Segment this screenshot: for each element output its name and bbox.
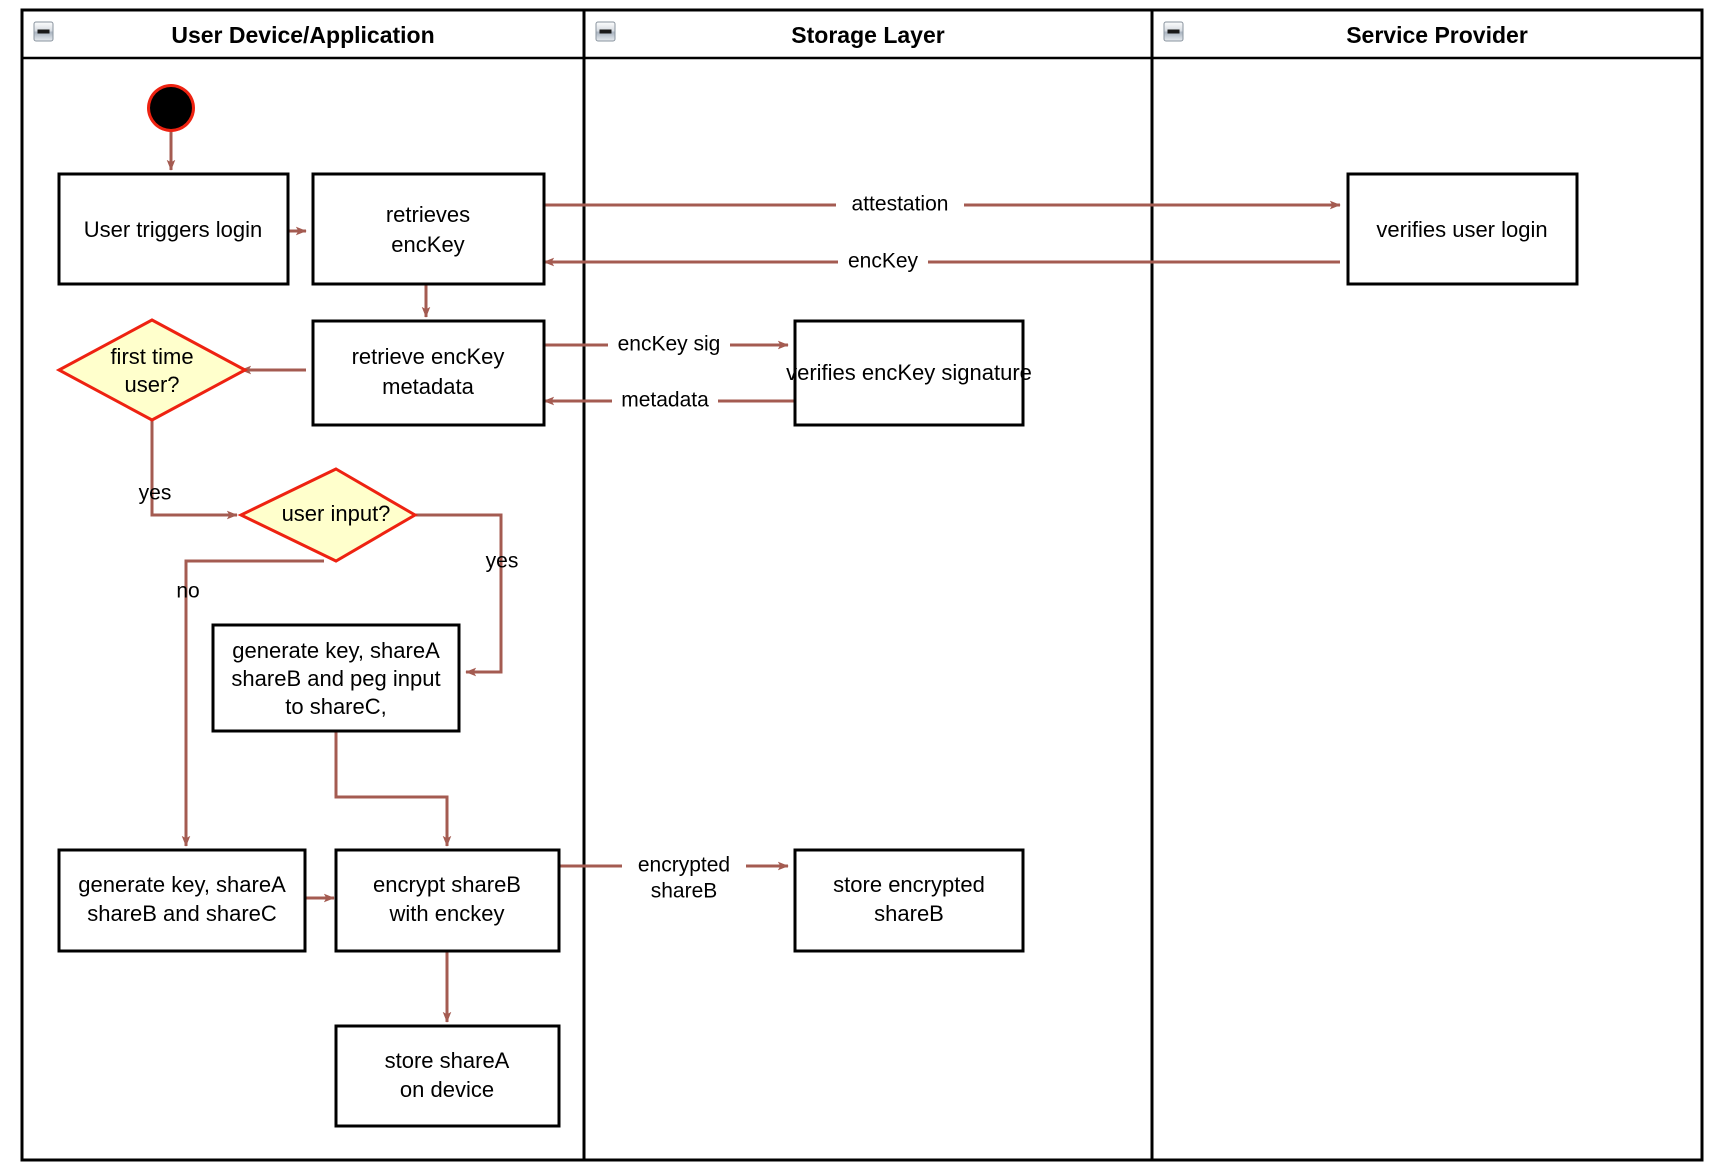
edge-label-enckey: encKey [848,250,919,273]
edge-label-bg-attestation [836,192,964,218]
node-generate-key-shares[interactable]: generate key, shareA shareB and shareC [57,848,307,953]
node-generate-peg-input[interactable]: generate key, shareA shareB and peg inpu… [211,623,461,733]
node-label-line2: shareB and shareC [87,901,277,926]
collapse-minus-icon[interactable] [33,21,54,42]
node-store-sharea-on-device[interactable]: store shareA on device [334,1024,561,1128]
node-encrypt-shareb[interactable]: encrypt shareB with enckey [334,848,561,953]
node-store-encrypted-shareb[interactable]: store encrypted shareB [793,848,1025,953]
node-label-line1: generate key, shareA [78,872,286,897]
branch-label-yes-first-time: yes [139,482,172,505]
swimlane-frame [20,8,1704,1162]
edge-label-encrypted-line1: encrypted [638,854,730,877]
node-user-triggers-login[interactable]: User triggers login [57,172,290,286]
node-label-line2: encKey [391,232,464,257]
branch-label-no-user-input: no [176,580,199,603]
node-label-line3: to shareC, [285,694,387,719]
node-label-line1: encrypt shareB [373,872,521,897]
lane-header-user-device: User Device/Application [33,21,435,48]
edge-label-bg-enckey [838,249,928,275]
edge-label-encrypted-line2: shareB [651,880,718,903]
node-label: verifies encKey signature [786,360,1032,385]
node-user-input-decision[interactable]: user input? [237,467,418,563]
node-label: User triggers login [84,217,263,242]
edge-label-metadata: metadata [621,389,709,412]
node-label: verifies user login [1376,217,1547,242]
lane-title-service-provider: Service Provider [1346,22,1528,48]
node-label-line2: metadata [382,374,474,399]
node-retrieves-enckey[interactable]: retrieves encKey [311,172,546,286]
node-label: user input? [282,501,391,526]
edge-label-bg-metadata [612,388,718,414]
lane-title-user-device: User Device/Application [171,22,434,48]
node-first-time-user-decision[interactable]: first time user? [55,318,249,422]
edge-peg-to-encrypt [334,731,452,847]
node-label-line1: store shareA [385,1048,510,1073]
lane-title-storage-layer: Storage Layer [791,22,944,48]
initial-node [147,84,195,132]
node-label-line2: shareB and peg input [231,666,440,691]
node-label-line2: shareB [874,901,944,926]
collapse-minus-icon[interactable] [1163,21,1184,42]
lane-header-service-provider: Service Provider [1163,21,1528,48]
collapse-minus-icon[interactable] [595,21,616,42]
edge-userinput-no [181,559,324,847]
node-label-line1: generate key, shareA [232,638,440,663]
edge-firsttime-yes [150,416,238,520]
lane-header-storage-layer: Storage Layer [595,21,945,48]
edge-userinput-yes [411,513,503,677]
node-label-line1: first time [110,344,193,369]
edge-label-bg-encrypted-shareb [622,840,746,894]
node-label-line2: on device [400,1077,494,1102]
node-verifies-user-login[interactable]: verifies user login [1346,172,1579,286]
node-label-line2: with enckey [389,901,505,926]
node-label-line1: store encrypted [833,872,985,897]
edge-label-bg-enckey-sig [608,332,730,358]
node-verifies-enckey-signature[interactable]: verifies encKey signature [786,319,1032,427]
node-retrieve-enckey-metadata[interactable]: retrieve encKey metadata [311,319,546,427]
edge-label-attestation: attestation [852,193,949,216]
node-label-line1: retrieves [386,202,470,227]
branch-label-yes-user-input: yes [486,550,519,573]
edge-label-enckey-sig: encKey sig [618,333,721,356]
node-label-line2: user? [124,372,179,397]
node-label-line1: retrieve encKey [352,344,505,369]
